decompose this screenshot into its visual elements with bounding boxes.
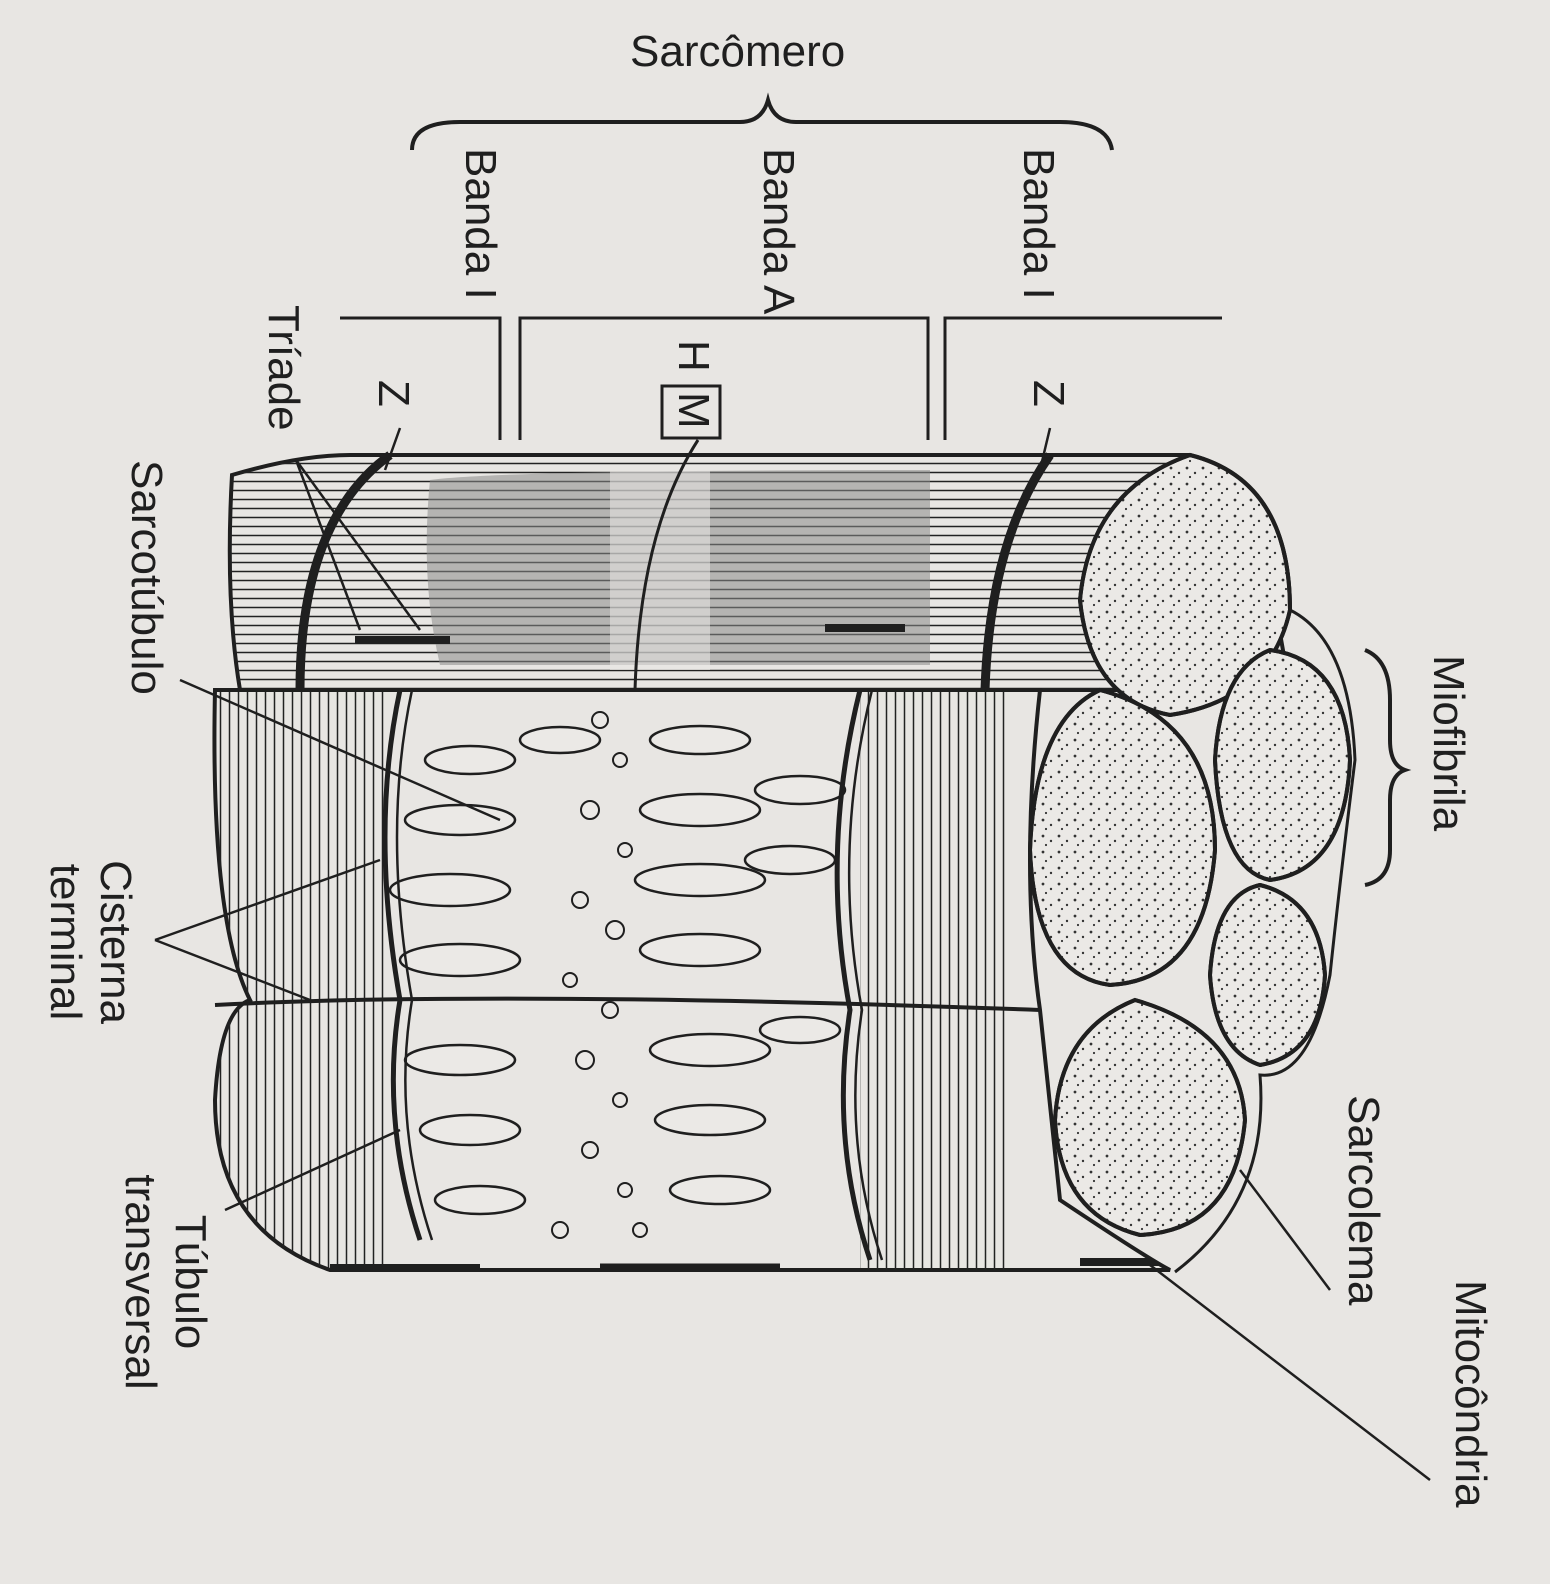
m-line-label: M	[671, 392, 715, 429]
sarcoplasmic-reticulum-block	[214, 628, 1170, 1290]
sarcolemma-label: Sarcolema	[1341, 1095, 1385, 1305]
sarcotubule-label: Sarcotúbulo	[124, 460, 168, 695]
terminal-cisterna-label: Cisterna terminal	[40, 832, 140, 1052]
z-line-right-label: Z	[1026, 380, 1070, 407]
sarcomere-label: Sarcômero	[630, 30, 845, 74]
band-boundary-lines	[340, 318, 1222, 440]
myofibril-label: Miofibrila	[1426, 655, 1470, 831]
band-i-left-label: Banda I	[458, 148, 502, 300]
mitochondrion-label: Mitocôndria	[1448, 1280, 1492, 1507]
triad-label: Tríade	[261, 305, 305, 431]
h-zone-label: H	[671, 340, 715, 372]
band-i-right-label: Banda I	[1016, 148, 1060, 300]
t-tubule-label: Túbulo transversal	[115, 1152, 215, 1412]
sarcomere-brace	[412, 100, 1112, 150]
z-line-left-label: Z	[371, 380, 415, 407]
band-a-label: Banda A	[756, 148, 800, 314]
myofibril-brace	[1365, 650, 1405, 885]
